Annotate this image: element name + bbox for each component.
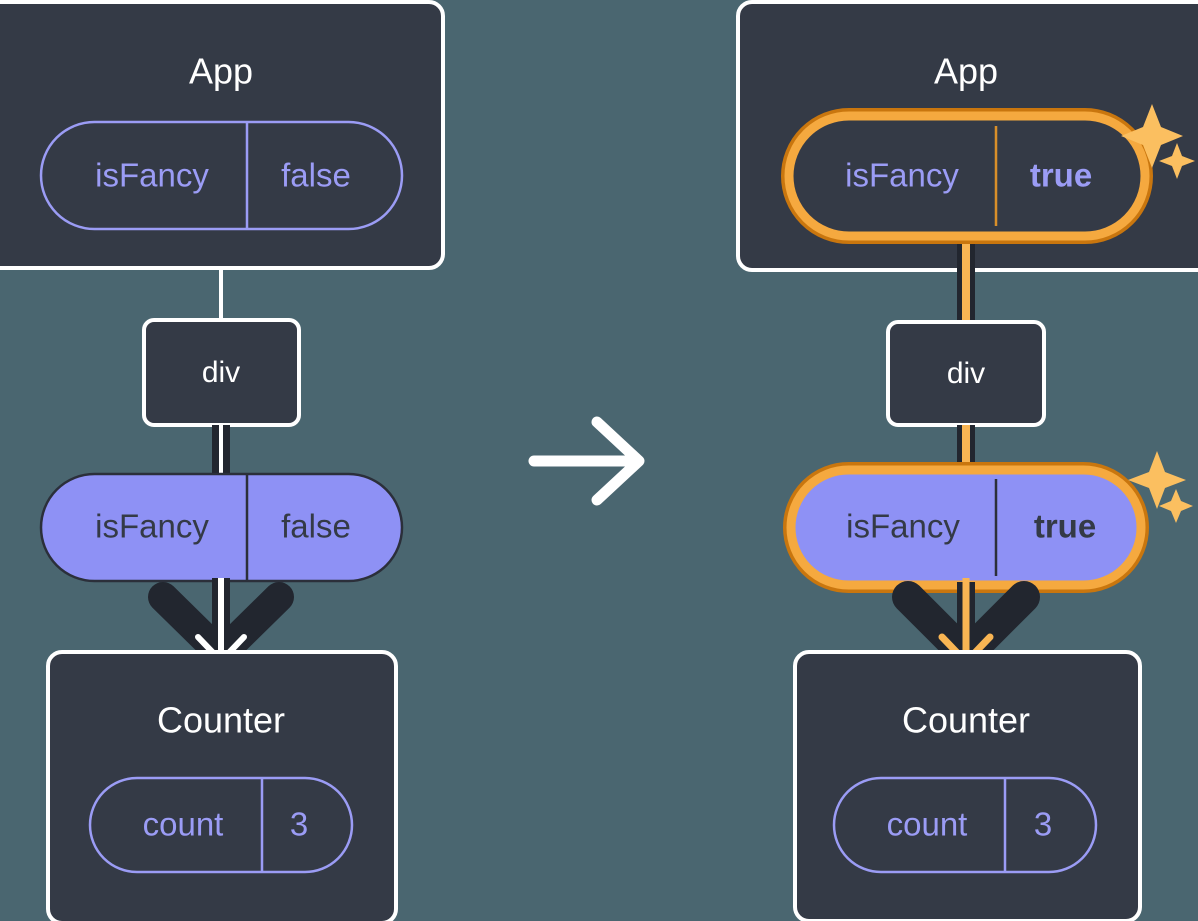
node-counter-before[interactable]: Counter	[46, 650, 398, 921]
state-pill-counter-outline-before	[88, 776, 354, 874]
state-pill-counter-key-after: count	[887, 806, 968, 843]
state-pill-app-outline-before	[39, 120, 404, 231]
state-pill-counter-value-after: 3	[1034, 806, 1052, 843]
arrow-props-to-counter-before	[148, 578, 294, 669]
sparkle-icon-app-after	[1121, 104, 1195, 179]
props-pill-key-before: isFancy	[95, 508, 209, 545]
state-pill-counter-value-before: 3	[290, 806, 308, 843]
node-app-box-before	[0, 0, 445, 270]
node-counter-box-before	[46, 650, 398, 921]
sparkle-icon-props-after	[1128, 451, 1193, 523]
node-counter-box-after	[793, 650, 1142, 921]
state-pill-counter-after[interactable]: count 3	[832, 776, 1098, 874]
node-counter-title-after: Counter	[902, 700, 1030, 741]
state-pill-app-key-after: isFancy	[845, 157, 959, 194]
state-pill-app-key-before: isFancy	[95, 157, 209, 194]
state-pill-app-ring-inner-after	[784, 111, 1150, 241]
node-div-title-before: div	[202, 356, 240, 389]
state-pill-counter-before[interactable]: count 3	[88, 776, 354, 874]
node-div-before[interactable]: div	[142, 318, 301, 427]
node-div-title-after: div	[947, 357, 985, 390]
transition-arrow-icon	[528, 416, 645, 506]
props-pill-key-after: isFancy	[846, 508, 960, 545]
node-app-before[interactable]: App	[0, 0, 445, 270]
node-app-title-before: App	[189, 51, 253, 92]
state-pill-app-before[interactable]: isFancy false	[39, 120, 404, 231]
node-counter-after[interactable]: Counter	[793, 650, 1142, 921]
panel-before: App isFancy false div isFancy false	[0, 0, 445, 921]
node-div-after[interactable]: div	[886, 320, 1046, 427]
state-pill-app-value-before: false	[281, 157, 351, 194]
panel-after: App isFancy true div	[736, 0, 1198, 921]
props-pill-value-before: false	[281, 508, 351, 545]
state-pill-app-value-after: true	[1030, 157, 1092, 194]
node-app-title-after: App	[934, 51, 998, 92]
state-pill-counter-key-before: count	[143, 806, 224, 843]
props-pill-after[interactable]: isFancy true	[783, 462, 1149, 593]
state-pill-counter-outline-after	[832, 776, 1098, 874]
props-pill-before[interactable]: isFancy false	[39, 472, 404, 583]
state-pill-app-after[interactable]: isFancy true	[781, 108, 1153, 244]
props-pill-value-after: true	[1034, 508, 1096, 545]
node-counter-title-before: Counter	[157, 700, 285, 741]
